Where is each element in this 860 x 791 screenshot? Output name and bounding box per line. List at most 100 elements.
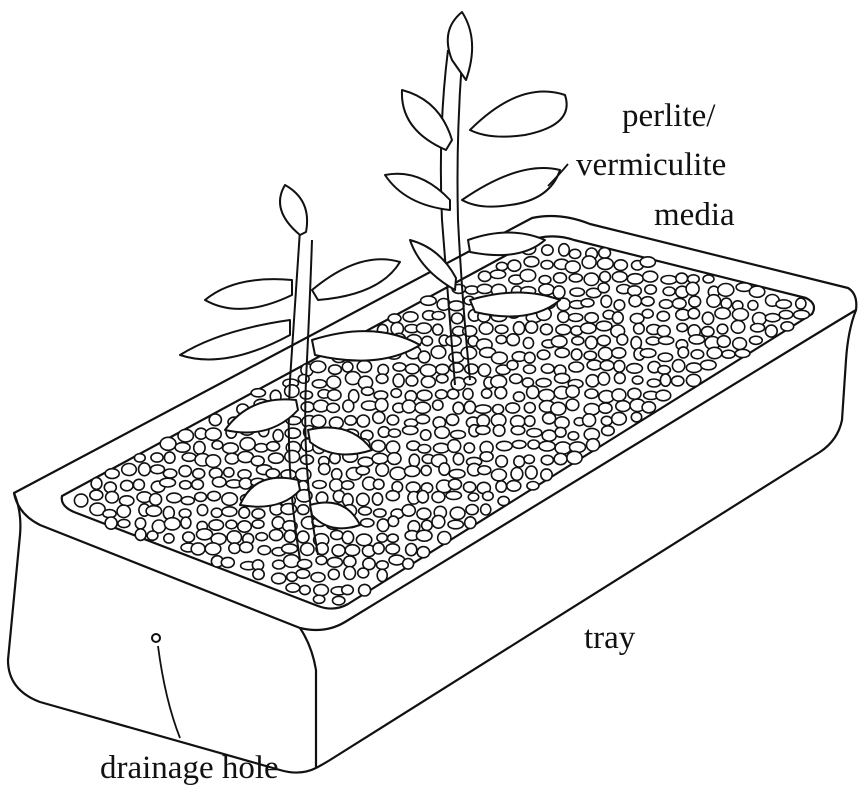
- pebble: [181, 497, 194, 505]
- pebble: [420, 364, 436, 376]
- pebble: [371, 440, 385, 451]
- pebble: [223, 443, 239, 454]
- pebble: [375, 399, 388, 412]
- pebble: [464, 482, 476, 492]
- pebble: [357, 361, 371, 373]
- pebble: [524, 365, 536, 374]
- pebble: [301, 543, 314, 555]
- pebble: [151, 453, 163, 462]
- pebble: [707, 295, 721, 308]
- pebble: [192, 480, 204, 490]
- pebble: [596, 321, 612, 331]
- pebble: [542, 245, 553, 255]
- pebble: [327, 376, 341, 388]
- pebble: [106, 491, 119, 503]
- pebble: [541, 364, 554, 373]
- pebble: [229, 543, 240, 554]
- pebble: [135, 529, 146, 541]
- pebble: [197, 505, 207, 516]
- pebble: [225, 453, 238, 464]
- pebble: [599, 403, 612, 413]
- pebble: [525, 321, 537, 333]
- leaf: [470, 92, 567, 137]
- pebble: [689, 335, 705, 344]
- pebble: [327, 557, 342, 567]
- pebble: [450, 507, 465, 519]
- pebble: [526, 466, 538, 479]
- pebble: [612, 312, 623, 324]
- pebble: [676, 273, 688, 283]
- pebble: [584, 273, 599, 285]
- pebble: [269, 529, 282, 540]
- pebble: [344, 556, 356, 567]
- pebble: [583, 414, 596, 427]
- pebble: [356, 466, 369, 475]
- pebble: [451, 377, 465, 390]
- pebble: [212, 477, 226, 487]
- pebble: [402, 400, 415, 413]
- pebble: [403, 312, 418, 322]
- pebble: [717, 336, 730, 348]
- pebble: [640, 349, 656, 358]
- pebble: [333, 596, 345, 605]
- pebble: [433, 400, 443, 410]
- pebble: [160, 478, 176, 487]
- pebble: [163, 469, 176, 478]
- pebble: [240, 438, 255, 451]
- pebble: [160, 437, 176, 450]
- pebble: [731, 320, 745, 333]
- pebble: [175, 443, 190, 453]
- pebble: [253, 569, 264, 579]
- pebble: [373, 412, 385, 424]
- pebble: [377, 519, 389, 532]
- pebble: [373, 479, 384, 489]
- pebble: [492, 352, 508, 364]
- pebble: [390, 467, 406, 480]
- pebble: [524, 257, 539, 267]
- pebble: [221, 557, 234, 567]
- pebble: [409, 454, 419, 467]
- pebble: [432, 491, 445, 502]
- pebble: [614, 300, 625, 311]
- pebble: [301, 402, 314, 412]
- pebble: [376, 463, 389, 476]
- pebble: [495, 325, 508, 333]
- pebble: [311, 415, 325, 427]
- pebble: [569, 314, 583, 322]
- pebble: [446, 414, 458, 425]
- pebble: [661, 276, 677, 285]
- pebble: [146, 506, 161, 517]
- pebble: [498, 496, 509, 505]
- pebble: [300, 585, 311, 594]
- pebble: [105, 517, 117, 529]
- pebble: [568, 432, 579, 440]
- pebble: [314, 400, 329, 412]
- pebble: [314, 584, 329, 595]
- pebble: [282, 544, 298, 553]
- pebble: [357, 493, 370, 506]
- pebble: [197, 529, 213, 540]
- pebble: [559, 244, 570, 256]
- pebble: [612, 272, 627, 282]
- pebble: [342, 481, 354, 490]
- pebble-media-icon: [74, 243, 809, 605]
- pebble: [344, 567, 356, 580]
- pebble: [251, 389, 265, 397]
- pebble: [416, 415, 430, 424]
- pebble: [402, 505, 415, 517]
- pebble: [601, 295, 612, 307]
- pebble: [765, 325, 777, 337]
- pebble: [389, 429, 401, 437]
- pebble: [571, 349, 582, 360]
- pebble: [496, 441, 512, 450]
- leaf: [225, 399, 298, 432]
- pebble: [493, 425, 505, 436]
- pebble: [139, 463, 151, 476]
- pebble: [634, 323, 645, 334]
- pebble: [614, 360, 625, 372]
- pebble: [362, 387, 374, 395]
- pebble: [319, 463, 330, 474]
- pebble: [449, 479, 462, 489]
- pebble: [180, 481, 192, 489]
- pebble: [446, 491, 461, 499]
